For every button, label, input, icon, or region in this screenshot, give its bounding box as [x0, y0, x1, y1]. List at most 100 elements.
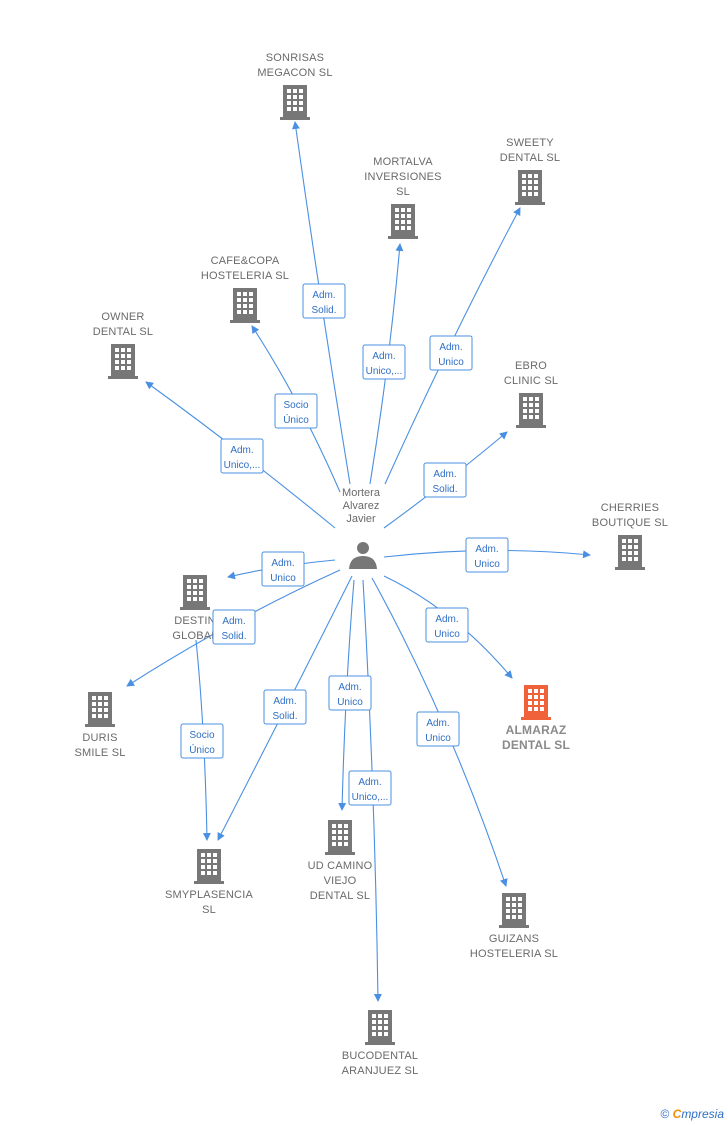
company-label-line: CAFE&COPA — [211, 255, 280, 267]
building-icon — [230, 288, 260, 323]
edge-label-line: Solid. — [311, 305, 336, 316]
company-label-line: OWNER — [101, 311, 144, 323]
company-label-line: DENTAL SL — [310, 890, 371, 902]
company-node-bucodental[interactable]: BUCODENTAL ARANJUEZ SL — [342, 1010, 419, 1077]
company-label-line: MORTALVA — [373, 156, 433, 168]
edge-label-box — [425, 607, 469, 643]
company-label-line: DESTIN — [174, 615, 216, 627]
edge-label-guizans[interactable]: Adm. Unico — [416, 711, 460, 747]
company-label-line: ALMARAZ — [506, 723, 567, 737]
building-icon — [325, 820, 355, 855]
edge-label-sweety[interactable]: Adm.Unico — [429, 335, 473, 371]
company-label-line: EBRO — [515, 360, 547, 372]
company-label-line: BUCODENTAL — [342, 1050, 418, 1062]
edge-label-sonrisas[interactable]: Adm.Solid. — [302, 283, 346, 319]
edge-label-box — [423, 462, 467, 498]
person-icon-body — [349, 556, 377, 569]
edge-label-smyplasencia[interactable]: Adm. Solid. — [263, 689, 307, 725]
edge-label-line: Unico — [270, 573, 296, 584]
edge-label-line: Socio — [189, 730, 214, 741]
edge-label-line: Adm. — [273, 696, 296, 707]
company-node-cherries[interactable]: CHERRIES BOUTIQUE SL — [592, 502, 668, 570]
person-name-line: Javier — [346, 513, 376, 525]
company-label-line: BOUTIQUE SL — [592, 517, 668, 529]
edge-label-line: Adm. — [222, 616, 245, 627]
company-label-line: UD CAMINO — [308, 860, 373, 872]
building-icon — [85, 692, 115, 727]
company-node-smyplasencia[interactable]: SMYPLASENCIA SL — [165, 849, 253, 916]
edge-label-line: Socio — [283, 400, 308, 411]
edge-label-bucodental[interactable]: Adm. Unico,... — [348, 770, 392, 806]
edge-label-line: Unico — [337, 697, 363, 708]
building-icon — [521, 685, 551, 720]
building-icon — [515, 170, 545, 205]
edge-label-box — [302, 283, 346, 319]
edge-label-udcamino[interactable]: Adm.Unico — [328, 675, 372, 711]
company-node-cafecopa[interactable]: CAFE&COPA HOSTELERIA SL — [201, 255, 289, 323]
edge-label-box — [212, 609, 256, 645]
edge-label-almaraz[interactable]: Adm. Unico — [425, 607, 469, 643]
edge-label-line: Adm. — [433, 469, 456, 480]
brand-footer: © Cmpresia — [660, 1107, 724, 1121]
company-label-line: VIEJO — [324, 875, 357, 887]
edge-label-line: Unico — [474, 559, 500, 570]
edge-label-line: Unico — [438, 357, 464, 368]
edge-label-box — [261, 551, 305, 587]
edge-label-owner[interactable]: Adm.Unico,... — [220, 438, 264, 474]
edge-label-line: Único — [189, 743, 215, 756]
company-label-line: GLOBAL — [172, 630, 217, 642]
company-label-line: CHERRIES — [601, 502, 659, 514]
edge-label-duris[interactable]: Adm.Solid. — [212, 609, 256, 645]
company-label-line: SMILE SL — [74, 747, 125, 759]
company-label-line: HOSTELERIA SL — [201, 270, 289, 282]
edge-label-line: Unico,... — [352, 792, 389, 803]
edge-label-destin[interactable]: Adm. Unico — [261, 551, 305, 587]
edge-label-cherries[interactable]: Adm.Unico — [465, 537, 509, 573]
edge-label-line: Adm. — [435, 614, 458, 625]
edge-label-line: Adm. — [358, 777, 381, 788]
building-icon — [516, 393, 546, 428]
building-icon — [280, 85, 310, 120]
company-label-line: ARANJUEZ SL — [342, 1065, 419, 1077]
company-node-udcamino[interactable]: UD CAMINO VIEJO DENTAL SL — [308, 820, 373, 902]
edge-label-mortalva[interactable]: Adm.Unico,... — [362, 344, 406, 380]
person-name-line: Mortera — [342, 487, 381, 499]
building-icon — [194, 849, 224, 884]
edge-label-line: Adm. — [271, 558, 294, 569]
building-icon — [108, 344, 138, 379]
company-label-line: SONRISAS — [266, 52, 324, 64]
company-label-line: DURIS — [82, 732, 117, 744]
edge-label-box — [274, 393, 318, 429]
edge-label-ebro[interactable]: Adm. Solid. — [423, 462, 467, 498]
edge-label-line: Unico — [434, 629, 460, 640]
edge-label-line: Solid. — [272, 711, 297, 722]
brand-logo-e: C — [672, 1107, 682, 1121]
edge-label-box — [328, 675, 372, 711]
company-label-line: SL — [202, 904, 216, 916]
company-node-duris[interactable]: DURIS SMILE SL — [74, 692, 125, 759]
building-icon — [180, 575, 210, 610]
edge-label-line: Adm. — [230, 445, 253, 456]
copyright-symbol: © — [660, 1107, 670, 1121]
company-node-owner[interactable]: OWNER DENTAL SL — [93, 311, 154, 379]
edge-label-line: Solid. — [432, 484, 457, 495]
edge-label-box — [263, 689, 307, 725]
building-icon — [388, 204, 418, 239]
edge-label-line: Unico — [425, 733, 451, 744]
company-label-line: DENTAL SL — [93, 326, 154, 338]
company-label-line: SMYPLASENCIA — [165, 889, 253, 901]
building-icon — [499, 893, 529, 928]
edge-label-line: Adm. — [426, 718, 449, 729]
edge-label-box — [180, 723, 224, 759]
company-node-destin[interactable]: DESTIN GLOBAL — [172, 575, 217, 642]
